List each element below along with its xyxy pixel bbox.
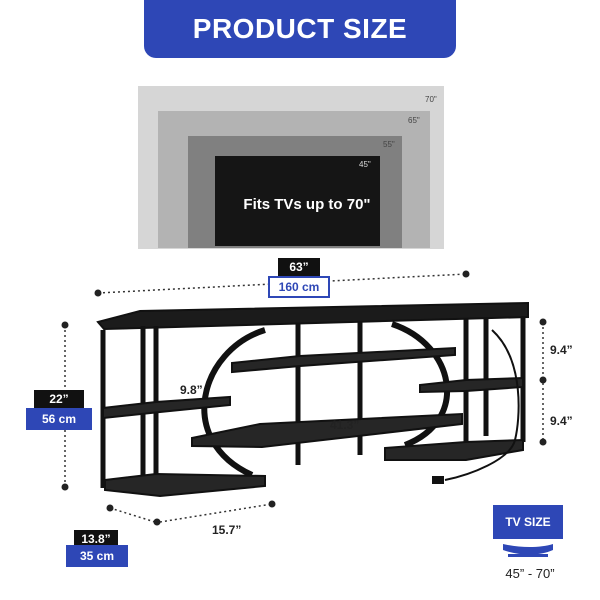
height-cm-badge: 56 cm (26, 408, 92, 430)
width-inches-badge: 63” (278, 258, 320, 276)
shelves (102, 346, 524, 498)
tv-45 (215, 156, 380, 246)
inner-width-label: 41.3” (330, 418, 360, 432)
tv-size-icon (503, 544, 553, 557)
stand (96, 301, 529, 495)
tv-label-45: 45" (359, 160, 371, 169)
tv-label-55: 55" (383, 140, 395, 149)
depth-cm-badge: 35 cm (66, 545, 128, 567)
width-cm-badge: 160 cm (268, 276, 330, 298)
shelf-depth-label: 15.7” (212, 523, 242, 537)
tv-size-range: 45” - 70” (505, 566, 555, 581)
page-title: PRODUCT SIZE (144, 0, 456, 58)
lower-shelf-height-label: 9.4” (550, 414, 573, 428)
upper-shelf-height-label: 9.4” (550, 343, 573, 357)
height-inches-badge: 22” (34, 390, 84, 408)
tv-label-70: 70" (425, 95, 437, 104)
tv-caption: Fits TVs up to 70" (243, 196, 371, 213)
arch-gap-label: 9.8” (180, 383, 203, 397)
tv-label-65: 65" (408, 116, 420, 125)
tv-size-badge: TV SIZE (493, 505, 563, 539)
dimension-dots (61, 270, 547, 526)
depth-inches-badge: 13.8” (74, 530, 118, 548)
